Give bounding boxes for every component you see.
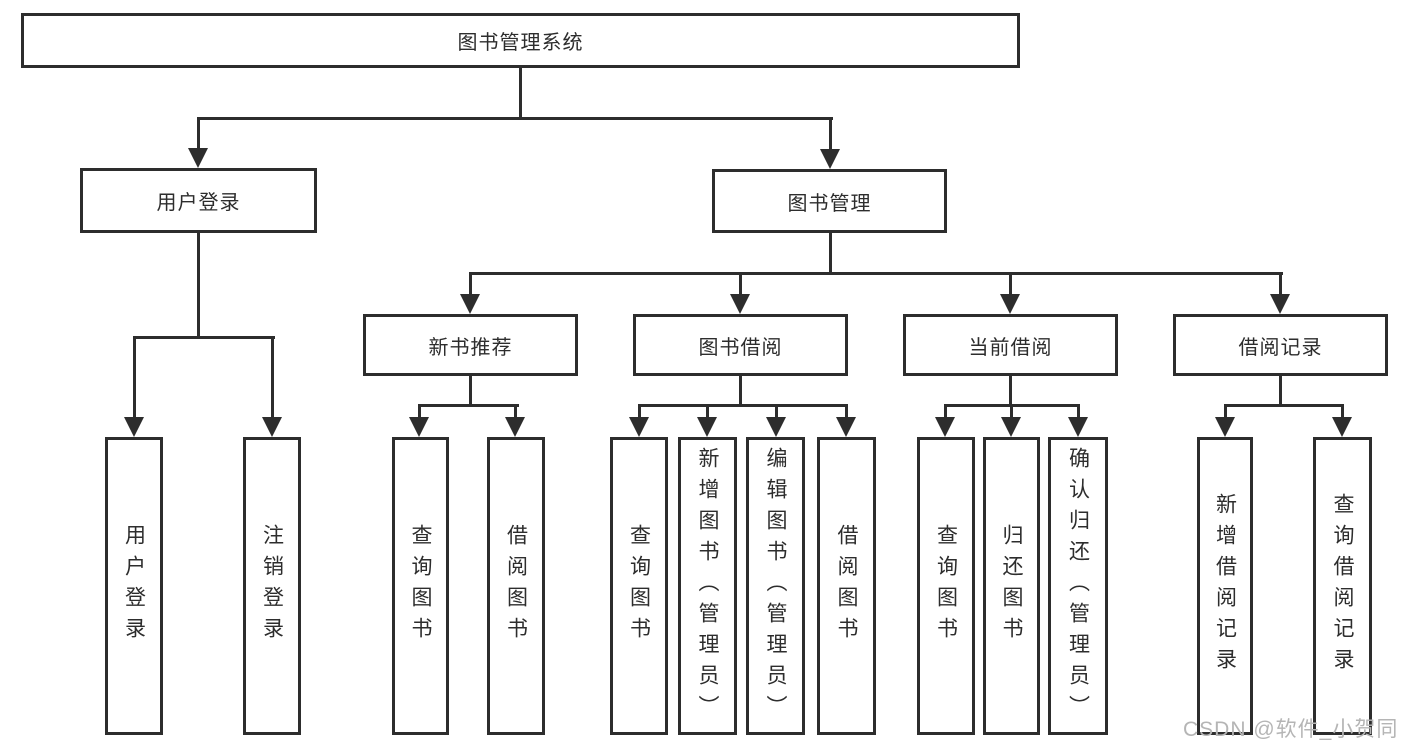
leaf-return-books: 归还图书 <box>983 437 1040 735</box>
connector-line <box>845 404 848 419</box>
arrow-down-icon <box>1215 417 1235 437</box>
connector-line <box>1224 404 1227 419</box>
leaf-borrow-books-recommend: 借阅图书 <box>487 437 545 735</box>
connector-line <box>1009 272 1012 295</box>
arrow-down-icon <box>1000 294 1020 314</box>
arrow-down-icon <box>836 417 856 437</box>
node-book-management: 图书管理 <box>712 169 947 233</box>
connector-line <box>829 233 832 275</box>
connector-line <box>829 117 832 149</box>
leaf-confirm-return-admin: 确认归还（管理员） <box>1048 437 1108 735</box>
node-user-login: 用户登录 <box>80 168 317 233</box>
node-library-management-system: 图书管理系统 <box>21 13 1020 68</box>
arrow-down-icon <box>124 417 144 437</box>
connector-line <box>133 336 136 418</box>
connector-line <box>514 404 517 419</box>
arrow-down-icon <box>1270 294 1290 314</box>
arrow-down-icon <box>766 417 786 437</box>
connector-line <box>197 117 200 149</box>
arrow-down-icon <box>1068 417 1088 437</box>
connector-line <box>739 376 742 407</box>
csdn-watermark: CSDN @软件_小贺同学 <box>1183 718 1399 741</box>
connector-line <box>944 404 947 419</box>
arrow-down-icon <box>460 294 480 314</box>
leaf-query-books-recommend: 查询图书 <box>392 437 449 735</box>
node-current-borrowing: 当前借阅 <box>903 314 1118 376</box>
node-book-borrowing: 图书借阅 <box>633 314 848 376</box>
arrow-down-icon <box>505 417 525 437</box>
connector-line <box>418 404 421 419</box>
node-borrowing-records: 借阅记录 <box>1173 314 1388 376</box>
connector-line <box>519 68 522 120</box>
connector-line <box>1224 404 1344 407</box>
connector-line <box>739 272 742 295</box>
leaf-add-books-admin: 新增图书（管理员） <box>678 437 737 735</box>
arrow-down-icon <box>730 294 750 314</box>
arrow-down-icon <box>629 417 649 437</box>
arrow-down-icon <box>262 417 282 437</box>
connector-line <box>197 117 833 120</box>
connector-line <box>469 376 472 407</box>
leaf-user-login: 用户登录 <box>105 437 163 735</box>
connector-line <box>1279 376 1282 407</box>
connector-line <box>638 404 641 419</box>
leaf-add-borrow-record: 新增借阅记录 <box>1197 437 1253 735</box>
leaf-query-borrow-record: 查询借阅记录 <box>1313 437 1372 735</box>
connector-line <box>469 272 1283 275</box>
connector-line <box>638 404 847 407</box>
connector-line <box>1077 404 1080 419</box>
connector-line <box>271 336 274 418</box>
connector-line <box>469 272 472 295</box>
connector-line <box>1341 404 1344 419</box>
arrow-down-icon <box>1332 417 1352 437</box>
leaf-edit-books-admin: 编辑图书（管理员） <box>746 437 805 735</box>
leaf-query-books-current: 查询图书 <box>917 437 975 735</box>
arrow-down-icon <box>697 417 717 437</box>
arrow-down-icon <box>820 149 840 169</box>
connector-line <box>1009 376 1012 407</box>
leaf-query-books-borrowing: 查询图书 <box>610 437 668 735</box>
arrow-down-icon <box>1001 417 1021 437</box>
leaf-logout: 注销登录 <box>243 437 301 735</box>
connector-line <box>418 404 519 407</box>
arrow-down-icon <box>409 417 429 437</box>
leaf-borrow-books: 借阅图书 <box>817 437 876 735</box>
arrow-down-icon <box>188 148 208 168</box>
connector-line <box>133 336 275 339</box>
node-new-book-recommendation: 新书推荐 <box>363 314 578 376</box>
connector-line <box>197 233 200 339</box>
arrow-down-icon <box>935 417 955 437</box>
connector-line <box>706 404 709 419</box>
connector-line <box>1279 272 1282 295</box>
connector-line <box>775 404 778 419</box>
connector-line <box>1010 404 1013 419</box>
